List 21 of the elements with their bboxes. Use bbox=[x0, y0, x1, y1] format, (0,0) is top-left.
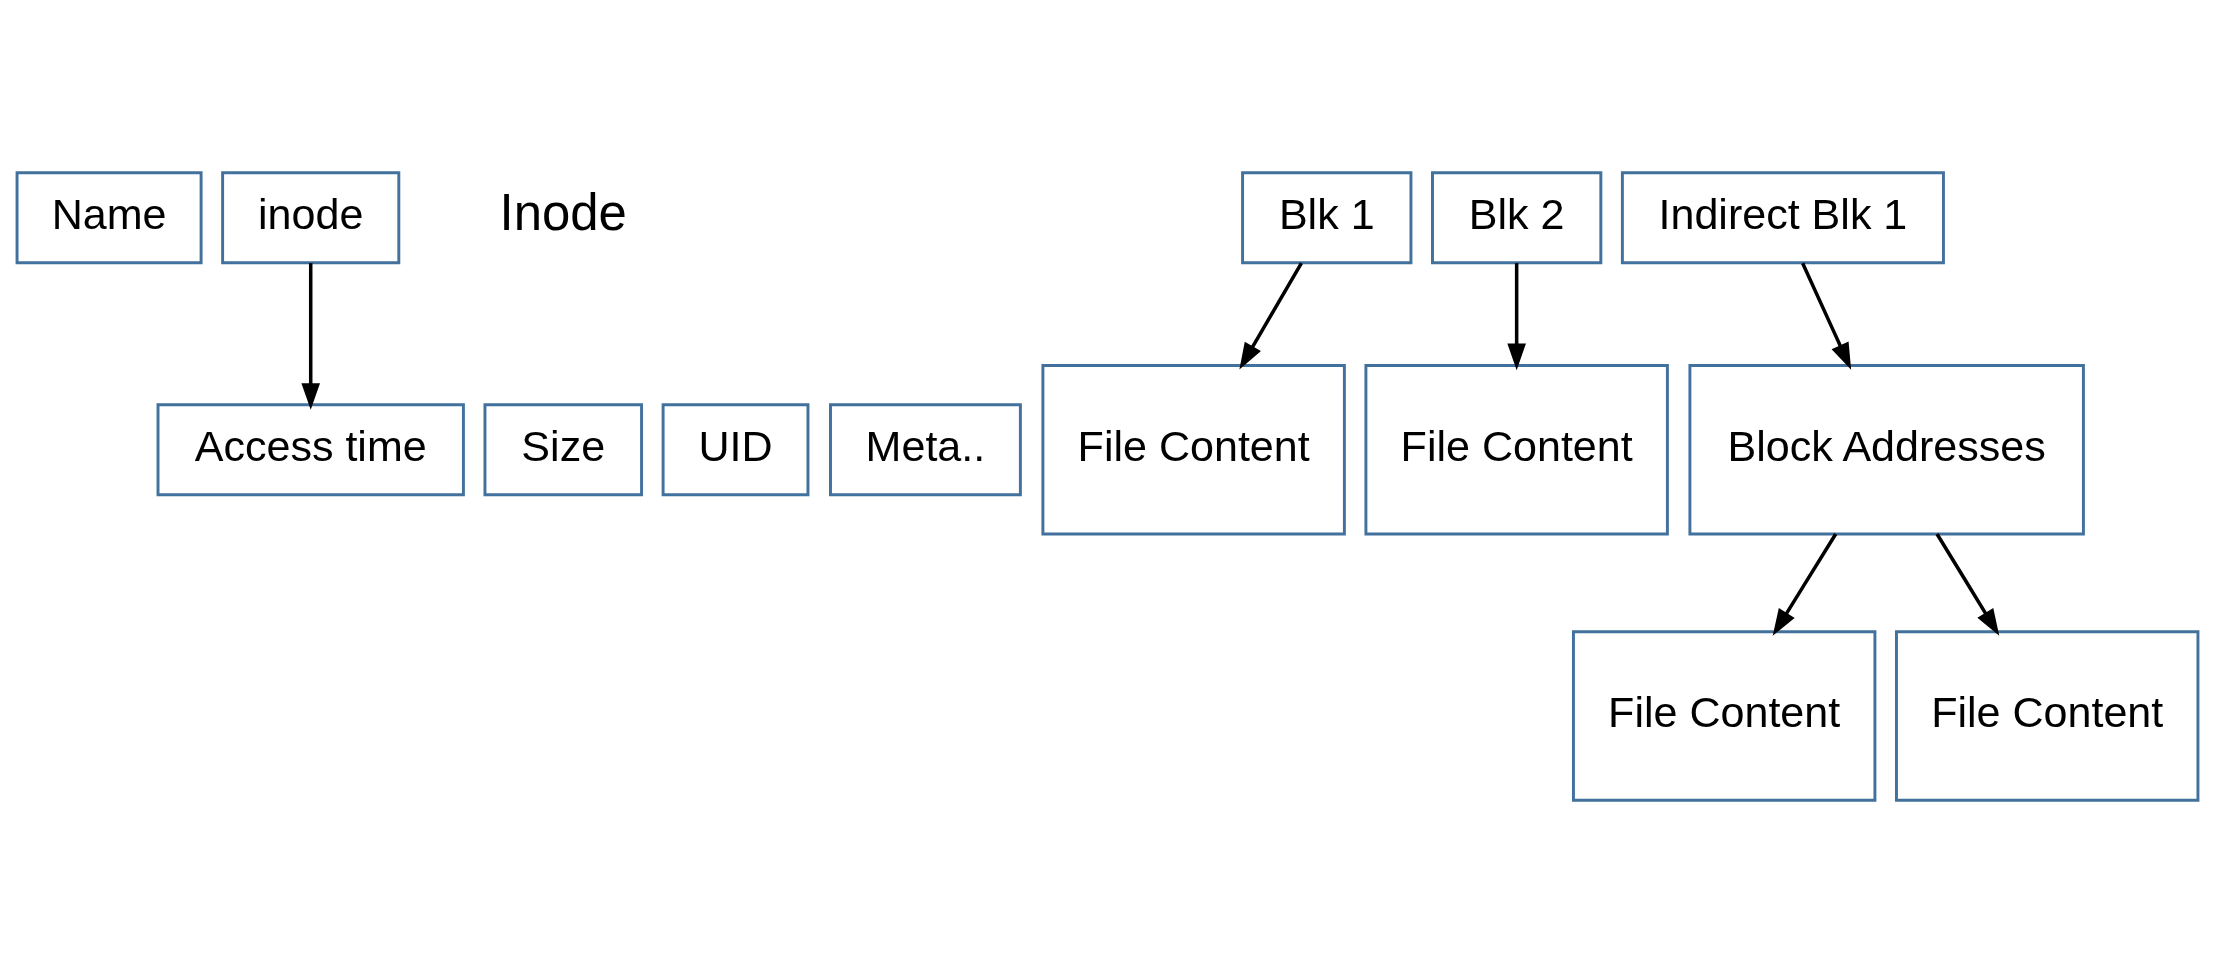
arrow bbox=[1935, 532, 2000, 636]
arrow bbox=[1239, 261, 1303, 369]
node-box: File Content bbox=[1364, 363, 1669, 535]
node-box: File Content bbox=[1895, 629, 2200, 802]
arrow bbox=[1772, 532, 1838, 636]
node-box: Size bbox=[483, 402, 644, 496]
arrow bbox=[1801, 261, 1852, 370]
node-box: Meta.. bbox=[829, 402, 1022, 496]
node-box: Block Addresses bbox=[1688, 363, 2085, 535]
node-box: File Content bbox=[1571, 629, 1877, 802]
node-box: Indirect Blk 1 bbox=[1620, 170, 1945, 264]
node-box: File Content bbox=[1041, 363, 1346, 535]
node-box: Blk 2 bbox=[1431, 170, 1603, 264]
node-box: Name bbox=[15, 170, 203, 264]
label: Inode bbox=[499, 183, 627, 241]
node-box: Access time bbox=[156, 402, 465, 496]
arrow bbox=[301, 262, 321, 410]
node-box: UID bbox=[661, 402, 810, 496]
node-box: inode bbox=[221, 170, 401, 264]
arrow bbox=[1507, 262, 1526, 370]
node-box: Blk 1 bbox=[1241, 170, 1413, 264]
